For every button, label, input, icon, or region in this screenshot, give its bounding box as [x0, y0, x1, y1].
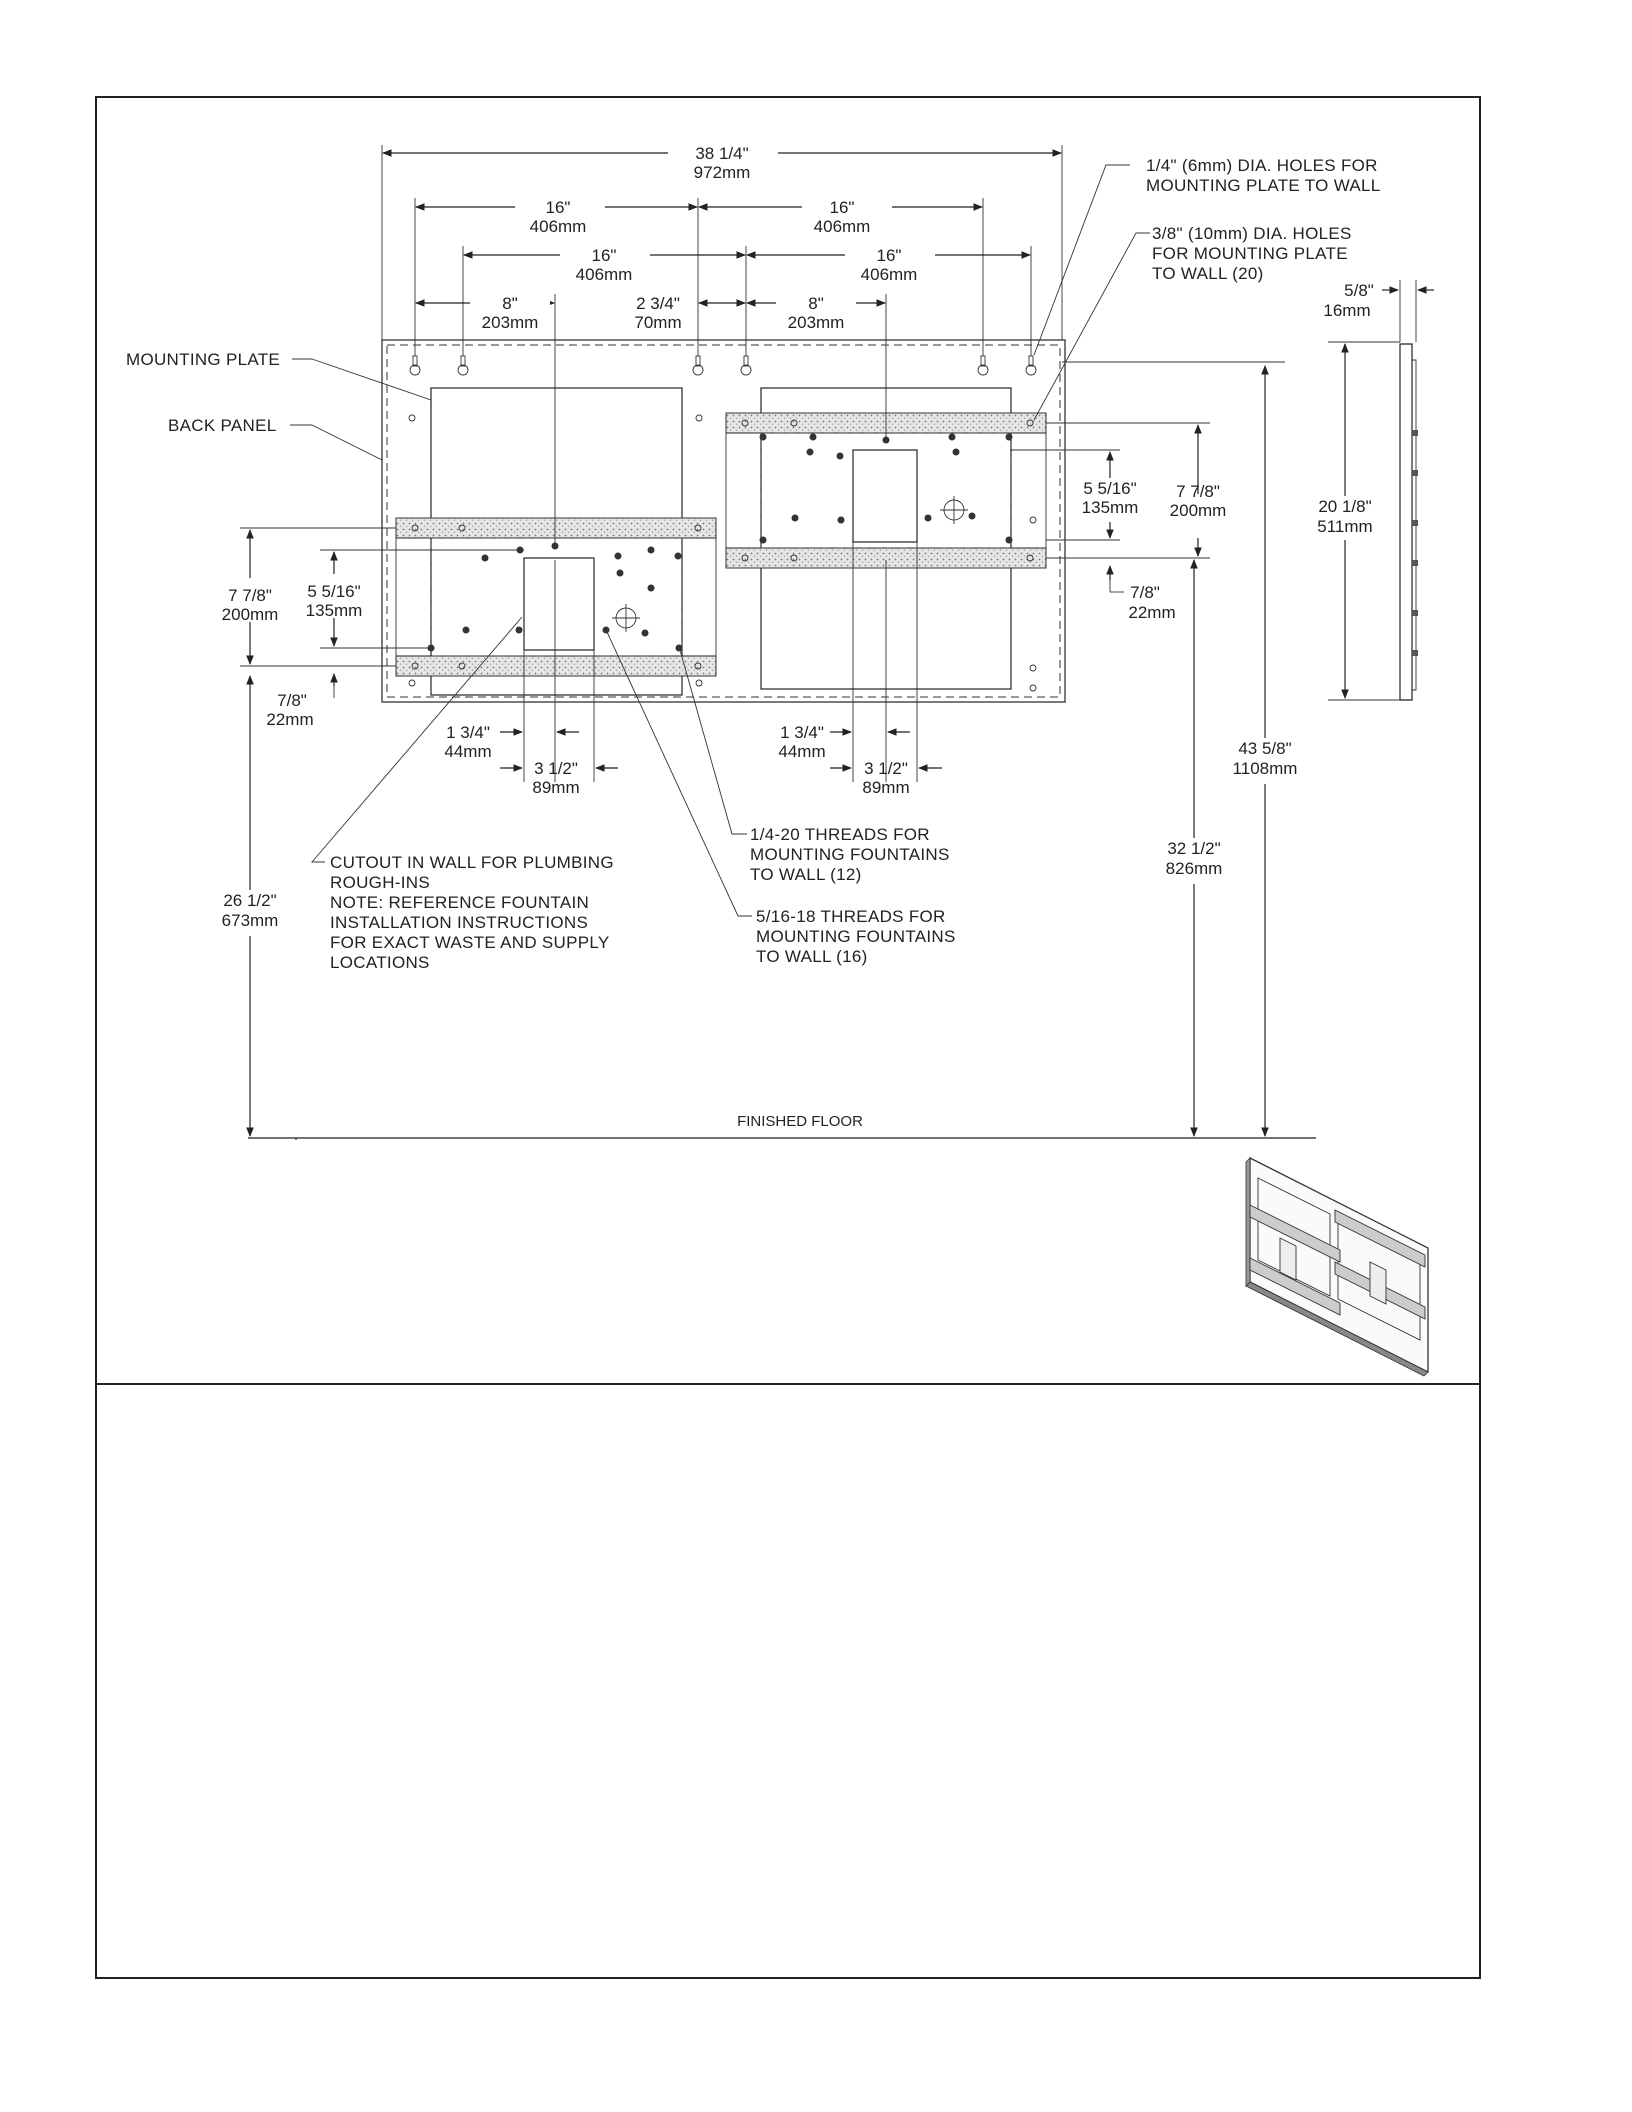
- dim-floor-43-mm: 1108mm: [1233, 759, 1298, 778]
- dim-l-seven-in: 7 7/8": [228, 586, 272, 605]
- left-vertical-dims: [210, 527, 524, 698]
- dim-r-312-in: 3 1/2": [864, 759, 908, 778]
- dim-depth-mm: 16mm: [1323, 301, 1370, 320]
- label-cutout-2: ROUGH-INS: [330, 873, 430, 892]
- right-vertical-dims: [1010, 422, 1245, 593]
- dim-l-seven-mm: 200mm: [222, 605, 279, 624]
- dim-side-height-mm: 511mm: [1317, 517, 1372, 536]
- dim-r-seveneighths-in: 7/8": [1130, 583, 1160, 602]
- dim-r-five-mm: 135mm: [1082, 498, 1139, 517]
- dim-mid16b-mm: 406mm: [861, 265, 918, 284]
- dim-l-312-mm: 89mm: [532, 778, 579, 797]
- dim-side-height-in: 20 1/8": [1318, 497, 1371, 516]
- label-mounting-plate: MOUNTING PLATE: [126, 350, 280, 369]
- label-holes-3-8-3: TO WALL (20): [1152, 264, 1264, 283]
- bottom-horizontal-dims: [500, 542, 942, 782]
- dim-eight-a-mm: 203mm: [482, 313, 539, 332]
- dim-r-seven-mm: 200mm: [1170, 501, 1227, 520]
- dim-mid16a-mm: 406mm: [576, 265, 633, 284]
- dim-depth-in: 5/8": [1344, 281, 1374, 300]
- label-holes-3-8-2: FOR MOUNTING PLATE: [1152, 244, 1348, 263]
- dim-eight-b-in: 8": [808, 294, 824, 313]
- mounting-plate-keyholes: [409, 355, 1037, 376]
- label-threads-516-1: 5/16-18 THREADS FOR: [756, 907, 946, 926]
- dim-overall-mm: 972mm: [694, 163, 751, 182]
- isometric-view-image: [1245, 1156, 1429, 1377]
- dim-r-134-in: 1 3/4": [780, 723, 824, 742]
- dim-l-five-in: 5 5/16": [307, 582, 360, 601]
- dim-r-134-mm: 44mm: [778, 742, 825, 761]
- left-fountain-mount: [395, 387, 717, 696]
- label-holes-quarter-1: 1/4" (6mm) DIA. HOLES FOR: [1146, 156, 1378, 175]
- dim-l-134-mm: 44mm: [444, 742, 491, 761]
- label-holes-quarter-2: MOUNTING PLATE TO WALL: [1146, 176, 1381, 195]
- dim-gap-mm: 70mm: [634, 313, 681, 332]
- dim-r-seveneighths-mm: 22mm: [1128, 603, 1175, 622]
- label-cutout-5: FOR EXACT WASTE AND SUPPLY: [330, 933, 610, 952]
- floor-dimensions: [205, 361, 1316, 1140]
- dim-floor-32-in: 32 1/2": [1167, 839, 1220, 858]
- side-view: [1300, 280, 1434, 701]
- dim-l-312-in: 3 1/2": [534, 759, 578, 778]
- dim-l-seveneighths-in: 7/8": [277, 691, 307, 710]
- notes-frame: [95, 1383, 1481, 1979]
- dim-l-five-mm: 135mm: [306, 601, 363, 620]
- dim-r-seven-in: 7 7/8": [1176, 482, 1220, 501]
- label-cutout-6: LOCATIONS: [330, 953, 430, 972]
- label-finished-floor: FINISHED FLOOR: [737, 1113, 863, 1130]
- label-cutout-3: NOTE: REFERENCE FOUNTAIN: [330, 893, 589, 912]
- label-cutout-4: INSTALLATION INSTRUCTIONS: [330, 913, 588, 932]
- dim-top16b-in: 16": [830, 198, 855, 217]
- back-panel: [381, 339, 1066, 703]
- dim-mid16a-in: 16": [592, 246, 617, 265]
- label-threads-14-2: MOUNTING FOUNTAINS: [750, 845, 950, 864]
- dim-eight-b-mm: 203mm: [788, 313, 845, 332]
- dim-floor-26-mm: 673mm: [222, 911, 279, 930]
- extension-lines: [381, 145, 1063, 546]
- dim-gap-in: 2 3/4": [636, 294, 680, 313]
- label-back-panel: BACK PANEL: [168, 416, 277, 435]
- dim-floor-26-in: 26 1/2": [223, 891, 276, 910]
- dim-top16b-mm: 406mm: [814, 217, 871, 236]
- dim-r-312-mm: 89mm: [862, 778, 909, 797]
- label-cutout-1: CUTOUT IN WALL FOR PLUMBING: [330, 853, 614, 872]
- dim-floor-43-in: 43 5/8": [1238, 739, 1291, 758]
- label-threads-14-3: TO WALL (12): [750, 865, 862, 884]
- dim-floor-32-mm: 826mm: [1166, 859, 1223, 878]
- dim-r-five-in: 5 5/16": [1083, 479, 1136, 498]
- label-holes-3-8-1: 3/8" (10mm) DIA. HOLES: [1152, 224, 1352, 243]
- dim-top16a-mm: 406mm: [530, 217, 587, 236]
- label-threads-516-3: TO WALL (16): [756, 947, 868, 966]
- dim-top16a-in: 16": [546, 198, 571, 217]
- label-threads-516-2: MOUNTING FOUNTAINS: [756, 927, 956, 946]
- dim-l-134-in: 1 3/4": [446, 723, 490, 742]
- dim-eight-a-in: 8": [502, 294, 518, 313]
- dim-mid16b-in: 16": [877, 246, 902, 265]
- dim-l-seveneighths-mm: 22mm: [266, 710, 313, 729]
- label-threads-14-1: 1/4-20 THREADS FOR: [750, 825, 930, 844]
- dim-overall-in: 38 1/4": [695, 144, 748, 163]
